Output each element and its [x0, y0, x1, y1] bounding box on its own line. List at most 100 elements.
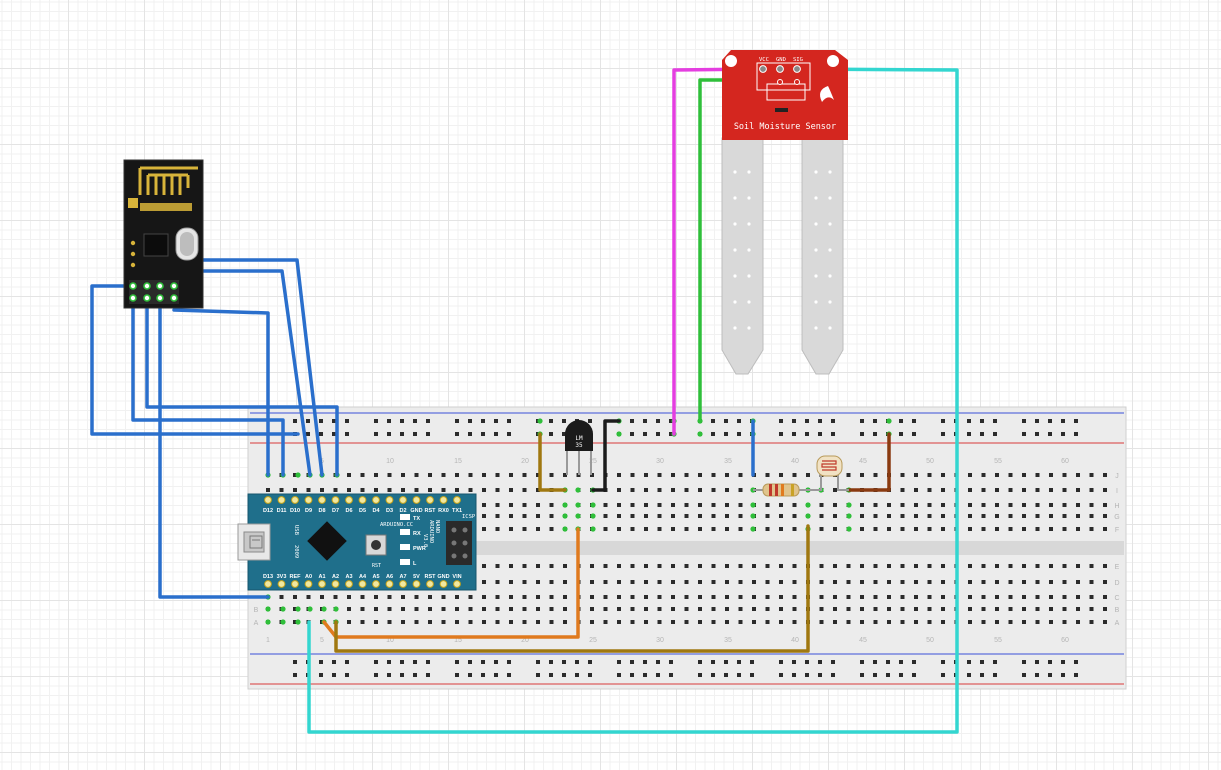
breadboard-hole[interactable]: [927, 607, 932, 611]
breadboard-hole[interactable]: [941, 595, 945, 599]
breadboard-hole[interactable]: [792, 620, 797, 624]
breadboard-hole[interactable]: [441, 595, 446, 599]
breadboard-hole[interactable]: [900, 580, 905, 584]
rail-hole[interactable]: [993, 432, 997, 436]
breadboard-hole[interactable]: [522, 514, 527, 518]
rail-hole[interactable]: [737, 419, 741, 423]
rail-hole[interactable]: [724, 432, 728, 436]
rail-hole[interactable]: [630, 660, 634, 664]
breadboard-hole[interactable]: [549, 580, 554, 584]
rail-hole[interactable]: [332, 673, 336, 677]
nrf-pin[interactable]: [143, 294, 151, 302]
breadboard-hole[interactable]: [765, 514, 770, 518]
rail-hole[interactable]: [899, 660, 903, 664]
breadboard-hole[interactable]: [617, 527, 621, 531]
breadboard-hole[interactable]: [1076, 514, 1080, 518]
breadboard-hole[interactable]: [387, 620, 392, 624]
arduino-top-pin[interactable]: [291, 496, 299, 504]
wire-blue-3[interactable]: [145, 294, 339, 477]
breadboard-hole[interactable]: [981, 473, 986, 477]
breadboard-hole[interactable]: [1022, 580, 1026, 584]
rail-hole[interactable]: [899, 673, 903, 677]
breadboard-hole[interactable]: [711, 488, 716, 492]
rail-hole[interactable]: [860, 673, 864, 677]
breadboard-hole[interactable]: [536, 580, 540, 584]
rail-hole[interactable]: [792, 660, 796, 664]
breadboard-hole[interactable]: [819, 580, 824, 584]
breadboard-hole[interactable]: [495, 564, 500, 568]
breadboard-hole[interactable]: [725, 514, 729, 518]
rail-hole[interactable]: [468, 660, 472, 664]
breadboard-hole[interactable]: [792, 514, 797, 518]
breadboard-hole[interactable]: [671, 488, 675, 492]
breadboard-hole[interactable]: [1022, 514, 1026, 518]
rail-hole[interactable]: [980, 660, 984, 664]
rail-hole[interactable]: [643, 673, 647, 677]
rail-hole[interactable]: [993, 673, 997, 677]
breadboard-hole[interactable]: [374, 488, 378, 492]
rail-hole[interactable]: [711, 660, 715, 664]
rail-hole[interactable]: [468, 673, 472, 677]
rail-hole[interactable]: [468, 419, 472, 423]
wire-olive-lm35[interactable]: [538, 432, 567, 492]
breadboard-hole[interactable]: [603, 514, 608, 518]
breadboard-hole[interactable]: [887, 580, 891, 584]
breadboard-hole[interactable]: [347, 607, 351, 611]
rail-hole[interactable]: [698, 673, 702, 677]
breadboard-hole[interactable]: [887, 514, 891, 518]
rail-hole[interactable]: [630, 673, 634, 677]
breadboard-hole[interactable]: [536, 473, 540, 477]
breadboard-hole[interactable]: [266, 488, 270, 492]
arduino-bottom-pin[interactable]: [264, 580, 272, 588]
breadboard-hole[interactable]: [590, 620, 594, 624]
breadboard-hole[interactable]: [482, 580, 486, 584]
rail-hole[interactable]: [967, 660, 971, 664]
breadboard-hole[interactable]: [455, 607, 459, 611]
rail-hole[interactable]: [617, 673, 621, 677]
breadboard-hole[interactable]: [630, 527, 635, 531]
rail-hole[interactable]: [860, 419, 864, 423]
rail-hole[interactable]: [1061, 660, 1065, 664]
breadboard-hole[interactable]: [725, 473, 729, 477]
breadboard-hole[interactable]: [900, 473, 905, 477]
breadboard-hole[interactable]: [887, 620, 891, 624]
breadboard-hole[interactable]: [374, 620, 378, 624]
breadboard-hole[interactable]: [887, 564, 891, 568]
rail-hole[interactable]: [711, 673, 715, 677]
breadboard-hole[interactable]: [536, 527, 540, 531]
arduino-top-pin[interactable]: [412, 496, 421, 504]
breadboard-hole[interactable]: [981, 514, 986, 518]
breadboard-hole[interactable]: [401, 473, 405, 477]
breadboard-hole[interactable]: [779, 503, 783, 507]
rail-hole[interactable]: [426, 419, 430, 423]
breadboard-hole[interactable]: [603, 503, 608, 507]
breadboard-hole[interactable]: [698, 580, 702, 584]
breadboard-hole[interactable]: [630, 620, 635, 624]
breadboard-hole[interactable]: [1089, 473, 1094, 477]
breadboard-hole[interactable]: [617, 488, 621, 492]
rail-hole[interactable]: [643, 660, 647, 664]
breadboard-hole[interactable]: [819, 607, 824, 611]
breadboard-hole[interactable]: [792, 607, 797, 611]
breadboard-hole[interactable]: [968, 488, 972, 492]
breadboard-hole[interactable]: [779, 564, 783, 568]
rail-hole[interactable]: [345, 419, 349, 423]
rail-hole[interactable]: [886, 660, 890, 664]
arduino-top-pin[interactable]: [358, 496, 367, 504]
breadboard-hole[interactable]: [995, 607, 999, 611]
rail-hole[interactable]: [549, 660, 553, 664]
breadboard-hole[interactable]: [914, 580, 918, 584]
breadboard-hole[interactable]: [752, 580, 756, 584]
breadboard-hole[interactable]: [792, 564, 797, 568]
breadboard-hole[interactable]: [1103, 473, 1107, 477]
rail-hole[interactable]: [643, 419, 647, 423]
rail-hole[interactable]: [711, 419, 715, 423]
breadboard-hole[interactable]: [630, 595, 635, 599]
breadboard-hole[interactable]: [779, 514, 783, 518]
breadboard-hole[interactable]: [981, 564, 986, 568]
breadboard-hole[interactable]: [1062, 580, 1067, 584]
rail-hole[interactable]: [656, 660, 660, 664]
rail-hole[interactable]: [387, 673, 391, 677]
arduino-bottom-pin[interactable]: [453, 580, 461, 588]
rail-hole[interactable]: [1048, 660, 1052, 664]
